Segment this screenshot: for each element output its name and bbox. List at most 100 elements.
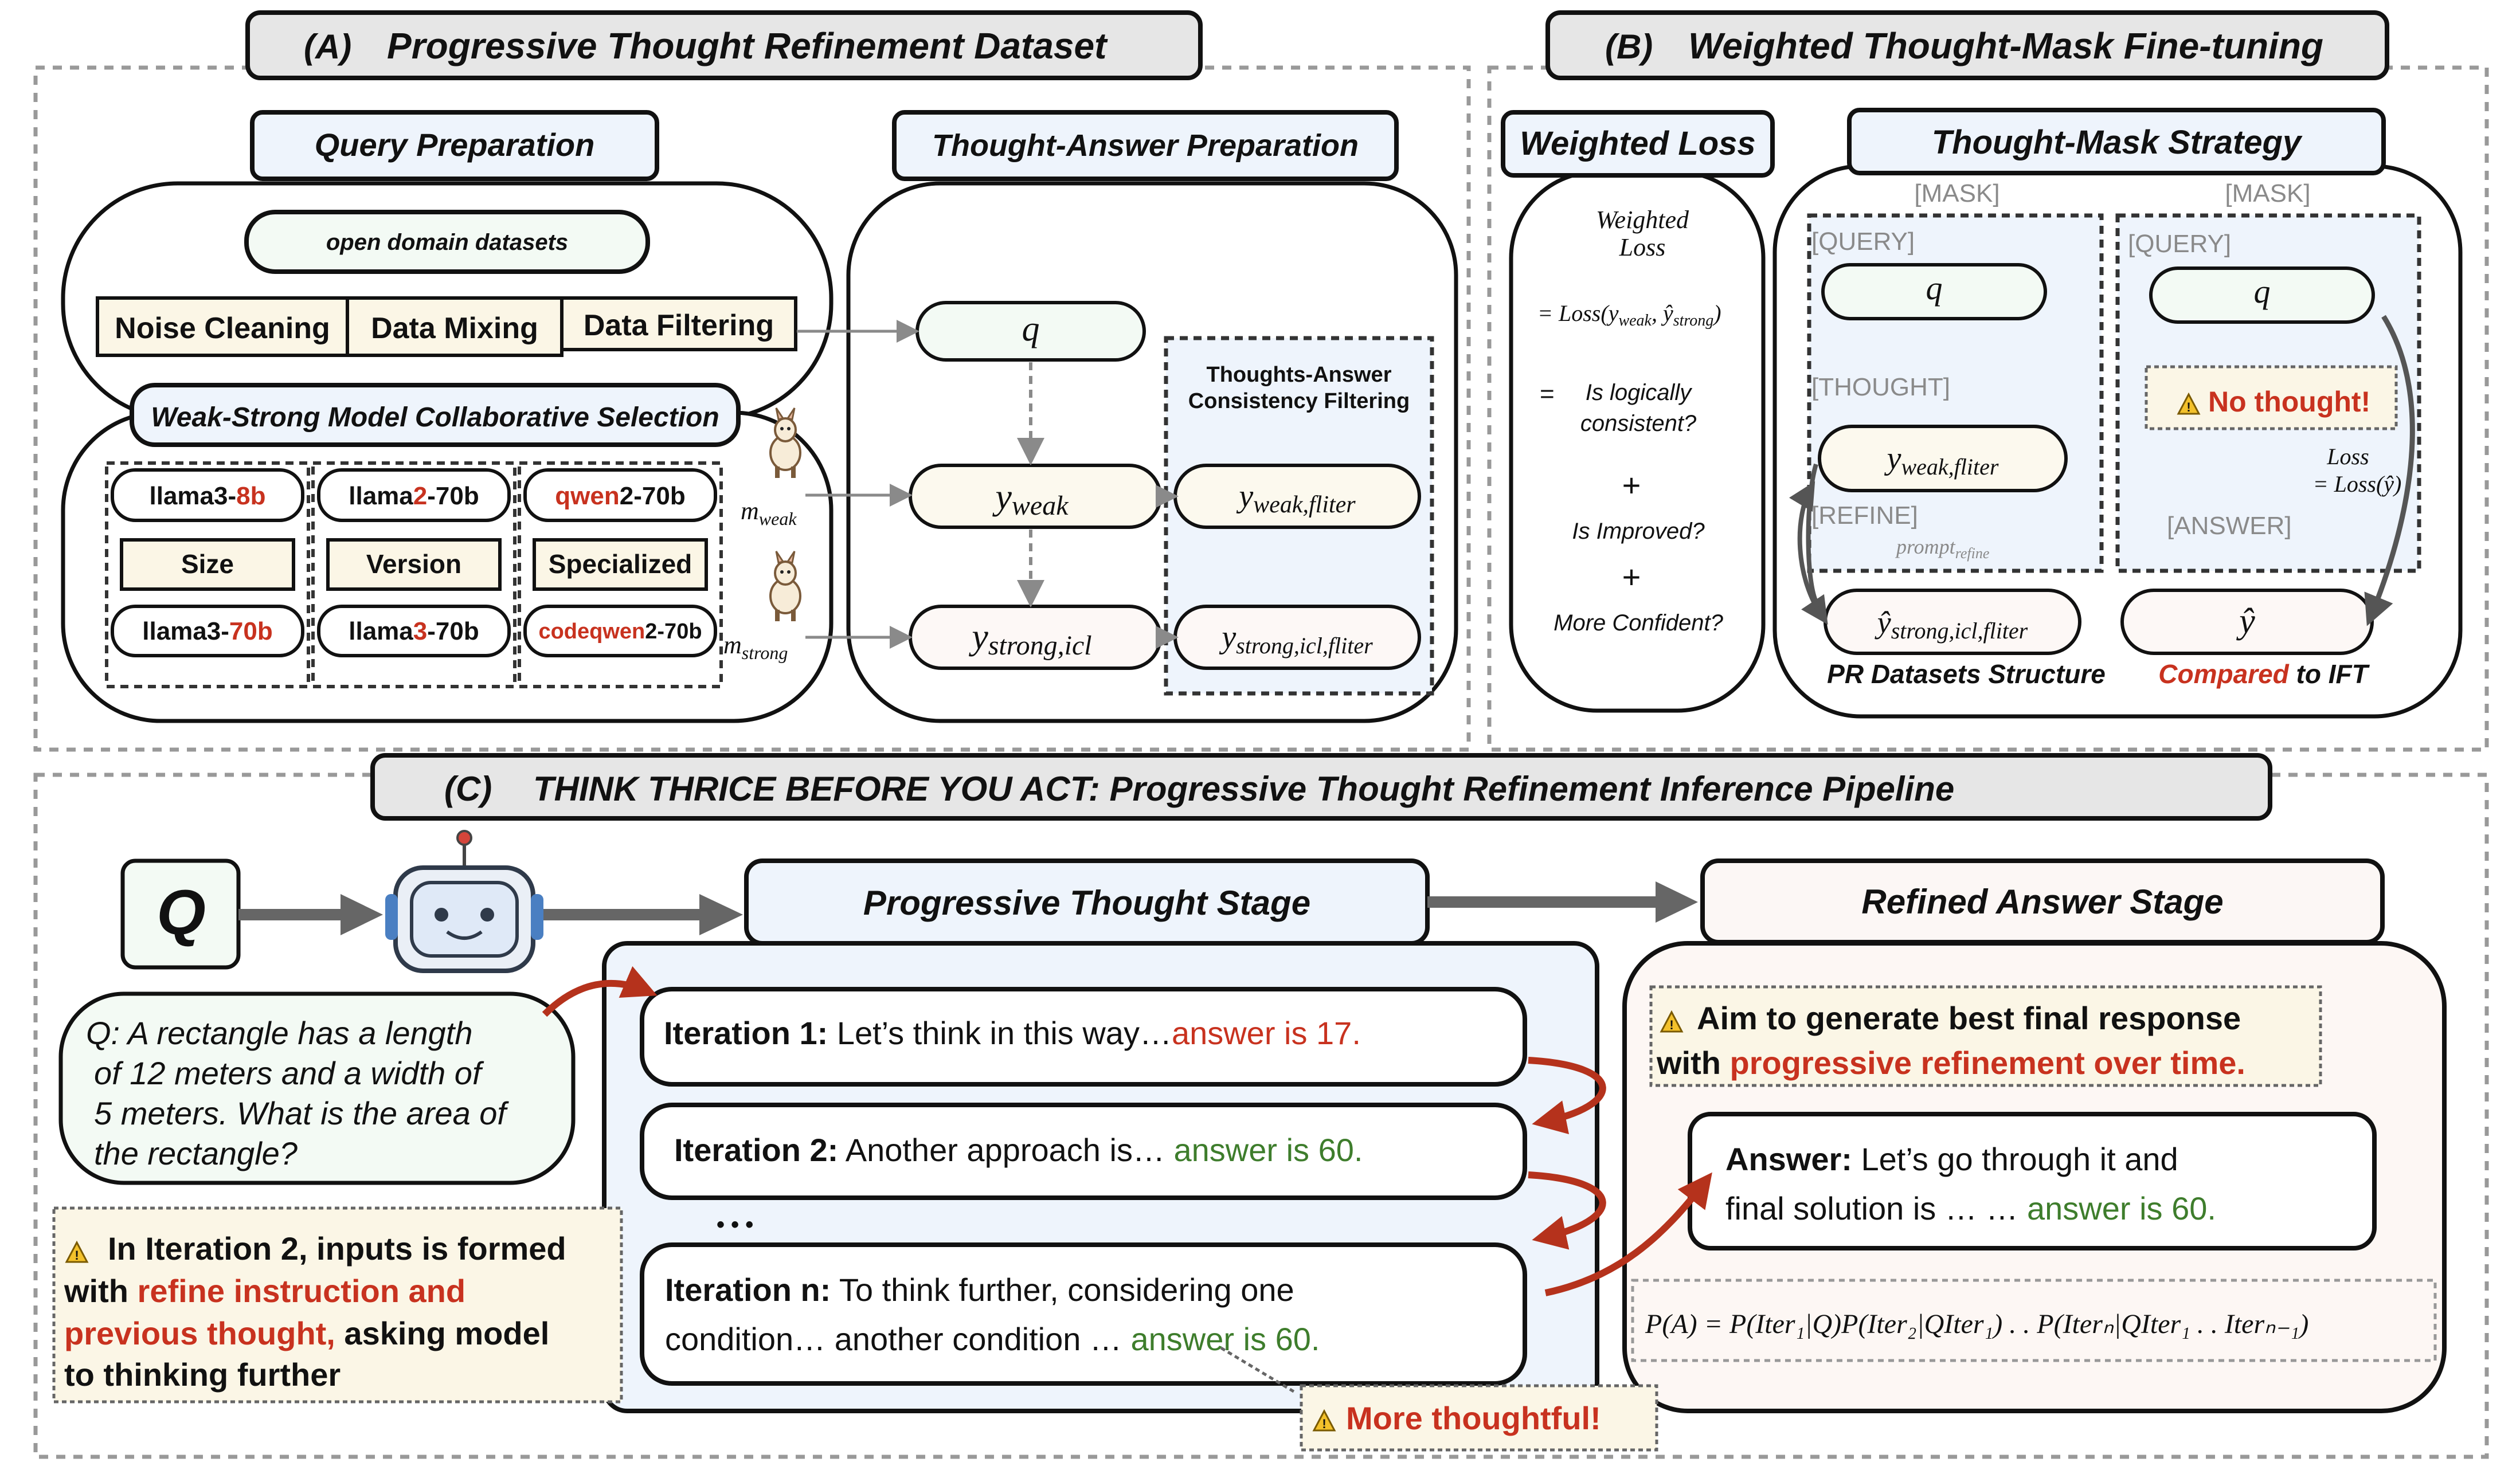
- model-llama3-70b: llama3-70b: [142, 617, 272, 645]
- progressive-thought-stage-title: Progressive Thought Stage: [863, 884, 1310, 922]
- warning-icon: !: [1649, 985, 2322, 1087]
- section-c-label: (C): [444, 770, 492, 808]
- loss-label-2: = Loss(ŷ): [2313, 471, 2402, 497]
- svg-text:!: !: [1322, 1417, 1326, 1431]
- refine-label: [REFINE]: [1811, 501, 1918, 530]
- section-a-frame: [33, 65, 1471, 752]
- thought-mask-panel: Thought-Mask Strategy [MASK] [MASK] [QUE…: [1772, 108, 2463, 719]
- weighted-loss-equation: = Loss(yweak, ŷstrong): [1537, 300, 1721, 330]
- weighted-loss-head-1: Weighted: [1596, 206, 1689, 234]
- thought-label: [THOUGHT]: [1811, 373, 1950, 401]
- thought-answer-panel: Thought-Answer Preparation q yweak ystro…: [797, 110, 1458, 723]
- criterion-version: Version: [366, 549, 461, 579]
- section-b-title: (B) Weighted Thought-Mask Fine-tuning: [1545, 10, 2389, 80]
- iteration-n-line-1: Iteration n: To think further, consideri…: [665, 1272, 1294, 1308]
- question-line-2: of 12 meters and a width of: [94, 1055, 484, 1091]
- query-preparation-title: Query Preparation: [315, 127, 595, 163]
- data-mixing-step: Data Mixing: [371, 312, 538, 345]
- criterion-improved: Is Improved?: [1572, 519, 1705, 544]
- warning-icon: !: [2145, 365, 2398, 430]
- criterion-consistent-2: consistent?: [1580, 411, 1697, 436]
- q-node-right: q: [2254, 273, 2271, 310]
- criterion-confident: More Confident?: [1554, 610, 1723, 636]
- pipeline-section: Q Progressive Thought Stage Refined Answ…: [52, 830, 2447, 1452]
- prompt-refine-label: promptrefine: [1895, 535, 1989, 562]
- noise-cleaning-step: Noise Cleaning: [115, 312, 330, 345]
- compared-to-ift-caption: Compared to IFT: [2158, 659, 2370, 689]
- y-weak-filter-node: yweak,fliter: [1236, 479, 1356, 518]
- weak-strong-selection-panel: Weak-Strong Model Collaborative Selectio…: [61, 383, 834, 723]
- y-strong-icl-node: ystrong,icl: [968, 616, 1091, 661]
- refined-answer-stage-title: Refined Answer Stage: [1861, 883, 2223, 921]
- answer-line-1: Answer: Let’s go through it and: [1725, 1141, 2178, 1177]
- equals-sign: =: [1540, 380, 1555, 408]
- y-hat-strong-filter: ŷstrong,icl,fliter: [1875, 605, 2028, 644]
- warning-icon: !: [52, 1206, 623, 1404]
- aim-line-1: Aim to generate best final response: [1697, 1000, 2241, 1036]
- pr-datasets-caption: PR Datasets Structure: [1827, 659, 2106, 689]
- no-thought-warning: No thought!: [2208, 386, 2370, 418]
- note-line-4: to thinking further: [64, 1357, 341, 1393]
- probability-formula: P(A) = P(Iter₁|Q)P(Iter₂|QIter₁) . . P(I…: [1645, 1309, 2308, 1339]
- question-line-1: Q: A rectangle has a length: [86, 1015, 473, 1051]
- y-hat-node: ŷ: [2236, 602, 2255, 641]
- svg-text:!: !: [75, 1248, 79, 1263]
- iteration-n-line-2: condition… another condition … answer is…: [665, 1321, 1320, 1357]
- section-c-title: (C) THINK THRICE BEFORE YOU ACT: Progres…: [370, 753, 2272, 821]
- warning-icon: !: [1220, 1346, 1658, 1452]
- criterion-size: Size: [181, 549, 234, 579]
- section-a-title: (A) Progressive Thought Refinement Datas…: [245, 10, 1203, 80]
- m-weak-label: mweak: [741, 497, 797, 529]
- model-llama3-70b-version: llama3-70b: [349, 617, 479, 645]
- q-node-left: q: [1926, 269, 1943, 307]
- llama-icon: [769, 551, 801, 621]
- model-llama2-70b: llama2-70b: [349, 482, 479, 510]
- question-line-4: the rectangle?: [94, 1135, 298, 1171]
- q-input-box: Q: [156, 877, 206, 948]
- loss-label-1: Loss: [2326, 444, 2369, 469]
- section-a-label: (A): [304, 28, 351, 66]
- model-llama3-8b: llama3-8b: [150, 482, 266, 510]
- y-strong-filter-node: ystrong,icl,fliter: [1219, 620, 1373, 658]
- note-line-2: with refine instruction and: [64, 1273, 465, 1309]
- aim-line-2: with progressive refinement over time.: [1656, 1045, 2245, 1081]
- question-line-3: 5 meters. What is the area of: [94, 1095, 509, 1131]
- iteration-2: Iteration 2: Another approach is… answer…: [674, 1132, 1363, 1168]
- consistency-filtering-title-1: Thoughts-Answer: [1207, 363, 1392, 387]
- answer-line-2: final solution is … … answer is 60.: [1725, 1190, 2216, 1226]
- model-codeqwen2-70b: codeqwen2-70b: [538, 620, 702, 644]
- query-label-right: [QUERY]: [2128, 230, 2231, 258]
- note-line-1: In Iteration 2, inputs is formed: [108, 1230, 566, 1267]
- section-b-label: (B): [1605, 28, 1653, 66]
- query-preparation-panel: Query Preparation open domain datasets N…: [61, 110, 834, 421]
- query-label-left: [QUERY]: [1811, 228, 1915, 256]
- y-weak-filter-mask: yweak,fliter: [1884, 441, 1999, 480]
- robot-icon: [385, 830, 543, 973]
- criterion-consistent-1: Is logically: [1586, 380, 1693, 405]
- weak-strong-title: Weak-Strong Model Collaborative Selectio…: [151, 402, 719, 433]
- svg-text:!: !: [1669, 1018, 1673, 1032]
- open-domain-datasets: open domain datasets: [326, 230, 568, 255]
- more-thoughtful-note: More thoughtful!: [1346, 1400, 1601, 1436]
- iteration-1: Iteration 1: Let’s think in this way…ans…: [664, 1015, 1361, 1051]
- y-weak-node: yweak: [992, 476, 1069, 521]
- mask-label-right: [MASK]: [2225, 179, 2310, 207]
- thought-mask-title: Thought-Mask Strategy: [1932, 124, 2303, 161]
- m-strong-label: mstrong: [723, 631, 788, 663]
- iteration-ellipsis: • • •: [717, 1212, 753, 1237]
- section-a-title-text: Progressive Thought Refinement Dataset: [387, 25, 1108, 66]
- note-line-3: previous thought, asking model: [64, 1315, 549, 1351]
- model-qwen2-70b: qwen2-70b: [555, 482, 685, 510]
- weighted-loss-panel: Weighted Loss Weighted Loss = Loss(yweak…: [1501, 110, 1775, 713]
- plus-sign-2: +: [1622, 559, 1641, 595]
- weighted-loss-head-2: Loss: [1619, 233, 1666, 261]
- weighted-loss-title: Weighted Loss: [1520, 125, 1755, 162]
- mask-label-left: [MASK]: [1914, 179, 1999, 207]
- thought-answer-title: Thought-Answer Preparation: [932, 128, 1359, 163]
- data-filtering-step: Data Filtering: [584, 309, 774, 342]
- consistency-filtering-title-2: Consistency Filtering: [1188, 389, 1410, 413]
- svg-text:!: !: [2186, 400, 2190, 414]
- section-c-title-text: THINK THRICE BEFORE YOU ACT: Progressive…: [533, 770, 1954, 808]
- answer-label: [ANSWER]: [2167, 512, 2292, 540]
